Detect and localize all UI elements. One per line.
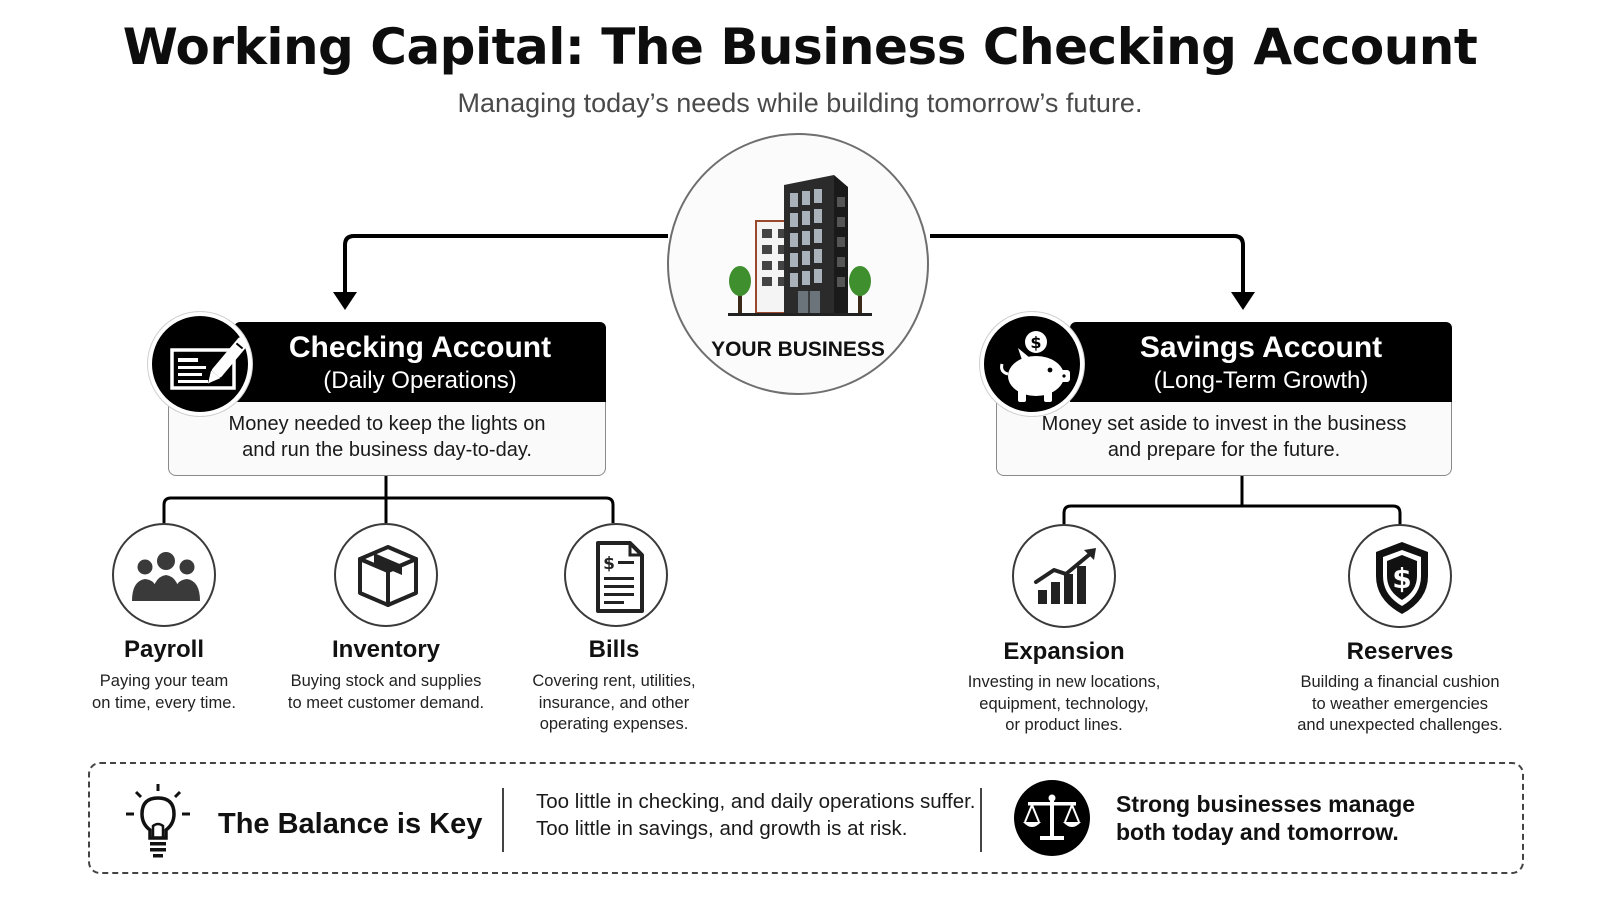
scale-icon [1014, 780, 1090, 856]
bills-description: Covering rent, utilities, insurance, and… [532, 672, 696, 733]
balance-text: Too little in checking, and daily operat… [536, 790, 976, 840]
balance-conclusion: Strong businesses manage both today and … [1116, 791, 1416, 845]
divider [980, 788, 982, 852]
growth-chart-icon [1034, 548, 1096, 604]
bills-title: Bills [588, 636, 640, 663]
page-subtitle: Managing today’s needs while building to… [457, 88, 1143, 118]
check-pen-icon [148, 312, 252, 416]
box-icon [358, 545, 418, 607]
your-business-node: YOUR BUSINESS [667, 133, 929, 395]
payroll-description: Paying your team on time, every time. [92, 672, 236, 712]
reserves-node: $ [1348, 524, 1452, 628]
checking-account-title: Checking Account [288, 331, 552, 364]
page-title: Working Capital: The Business Checking A… [122, 18, 1478, 76]
lightbulb-icon [126, 784, 190, 858]
shield-dollar-icon: $ [1376, 542, 1428, 614]
checking-account-description: Money needed to keep the lights on and r… [168, 402, 606, 476]
checking-branch-lines [162, 496, 615, 523]
expansion-node [1012, 524, 1116, 628]
svg-text:$: $ [1392, 562, 1411, 595]
office-building-icon [728, 175, 872, 316]
reserves-description: Building a financial cushion to weather … [1297, 673, 1503, 734]
inventory-node [334, 523, 438, 627]
checking-account-subtitle: (Daily Operations) [323, 367, 517, 394]
arrow-to-savings [930, 234, 1245, 296]
payroll-title: Payroll [123, 636, 205, 663]
arrowhead-checking [333, 292, 357, 310]
invoice-icon: $ [596, 541, 644, 613]
svg-text:$: $ [1030, 333, 1041, 352]
balance-callout: The Balance is Key Too little in checkin… [88, 762, 1524, 874]
inventory-title: Inventory [331, 636, 441, 663]
expansion-title: Expansion [1003, 638, 1125, 665]
savings-account-title: Savings Account [1139, 331, 1383, 364]
divider [502, 788, 504, 852]
arrow-to-checking [343, 234, 668, 296]
payroll-node [112, 523, 216, 627]
checking-account-header: Checking Account (Daily Operations) [234, 322, 606, 402]
your-business-label: YOUR BUSINESS [711, 338, 885, 361]
piggy-bank-icon: $ [980, 312, 1084, 416]
reserves-title: Reserves [1346, 638, 1454, 665]
inventory-description: Buying stock and supplies to meet custom… [287, 672, 485, 712]
bills-node: $ [564, 523, 668, 627]
svg-text:$: $ [603, 554, 615, 574]
arrowhead-savings [1231, 292, 1255, 310]
balance-title: The Balance is Key [218, 808, 483, 840]
savings-account-header: Savings Account (Long-Term Growth) [1070, 322, 1452, 402]
expansion-description: Investing in new locations, equipment, t… [967, 673, 1161, 734]
savings-branch-lines [1062, 504, 1402, 524]
savings-account-description: Money set aside to invest in the busines… [996, 402, 1452, 476]
savings-account-subtitle: (Long-Term Growth) [1153, 367, 1369, 394]
team-icon [132, 552, 200, 601]
